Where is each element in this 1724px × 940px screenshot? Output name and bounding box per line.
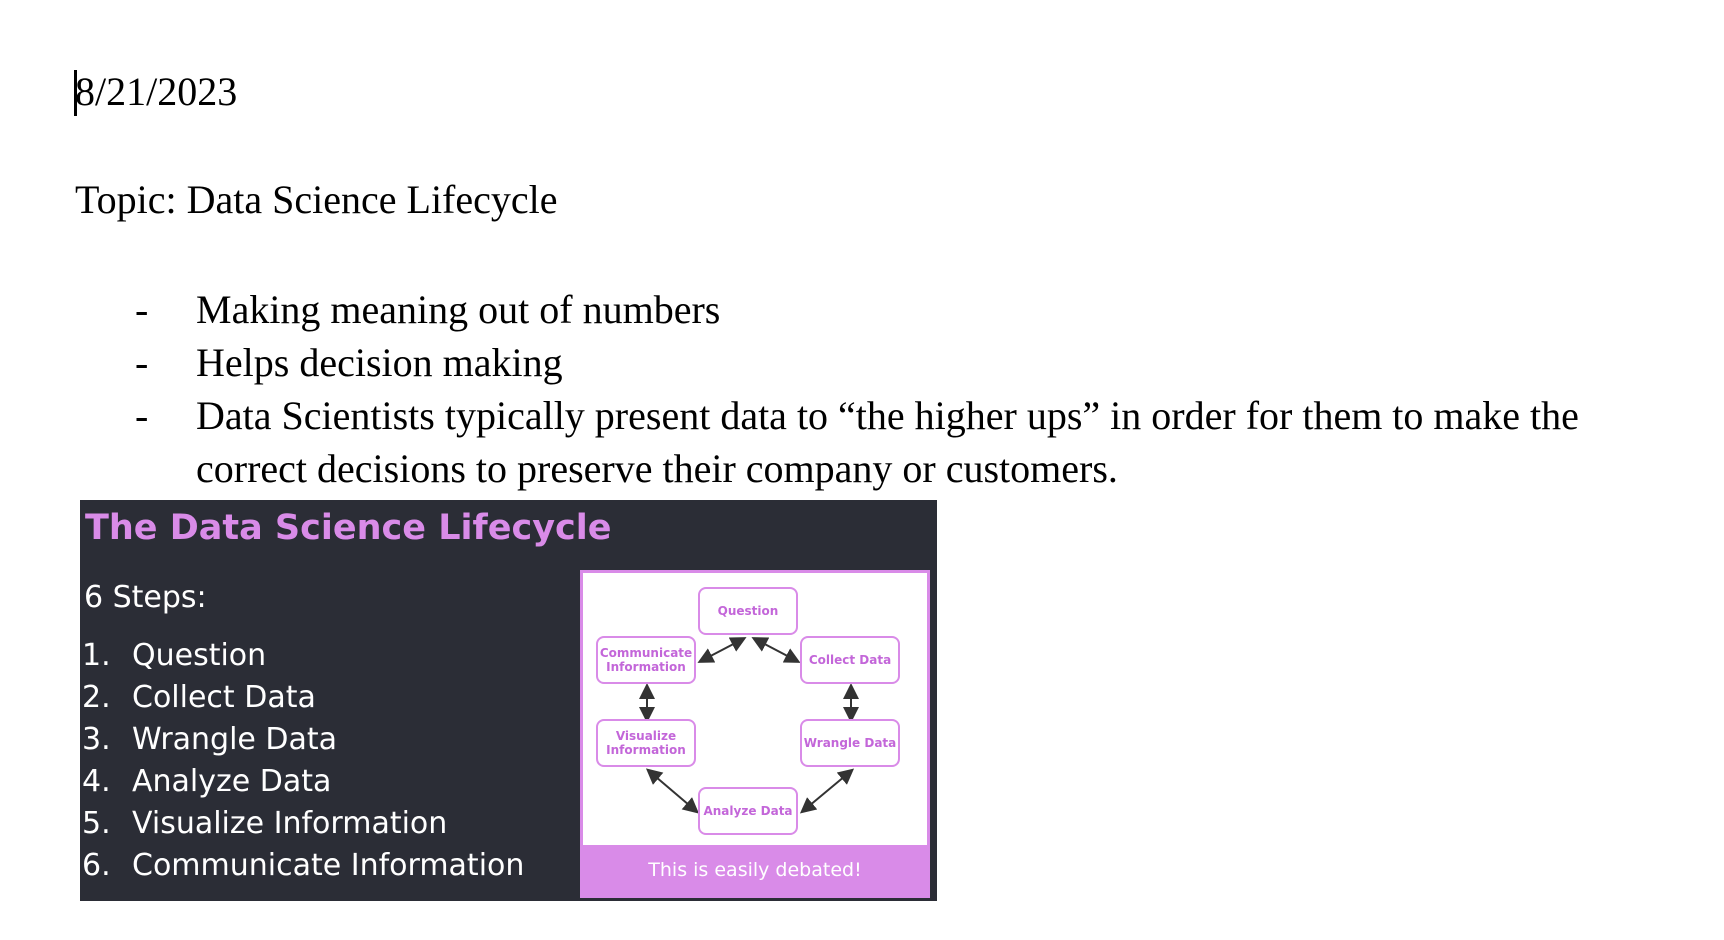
- step-item: 1. Question: [82, 635, 524, 677]
- document-topic[interactable]: Topic: Data Science Lifecycle: [75, 177, 558, 222]
- slide-title: The Data Science Lifecycle: [85, 508, 612, 548]
- node-wrangle-data: Wrangle Data: [800, 719, 900, 767]
- list-item[interactable]: - Data Scientists typically present data…: [0, 389, 1596, 495]
- step-label: Visualize Information: [132, 806, 448, 841]
- arrow-question-communicate: [697, 637, 747, 663]
- node-question: Question: [698, 587, 798, 635]
- step-label: Question: [132, 638, 267, 673]
- bullet-text: Making meaning out of numbers: [196, 287, 721, 332]
- step-label: Analyze Data: [132, 764, 332, 799]
- step-number: 4.: [82, 764, 111, 799]
- step-item: 4. Analyze Data: [82, 761, 524, 803]
- step-label: Collect Data: [132, 680, 316, 715]
- step-item: 6. Communicate Information: [82, 845, 524, 887]
- node-communicate-information: Communicate Information: [596, 636, 696, 684]
- bullet-text: Data Scientists typically present data t…: [196, 393, 1579, 491]
- step-number: 6.: [82, 848, 111, 883]
- embedded-slide-image[interactable]: The Data Science Lifecycle 6 Steps: 1. Qu…: [80, 500, 937, 901]
- node-collect-data: Collect Data: [800, 636, 900, 684]
- diagram-footer-banner: This is easily debated!: [583, 845, 927, 895]
- step-number: 1.: [82, 638, 111, 673]
- list-item[interactable]: - Helps decision making: [0, 336, 1596, 389]
- document-date[interactable]: 8/21/2023: [75, 69, 238, 114]
- step-item: 3. Wrangle Data: [82, 719, 524, 761]
- step-number: 3.: [82, 722, 111, 757]
- arrow-question-collect: [751, 637, 801, 663]
- bullet-marker: -: [135, 287, 149, 332]
- bullet-marker: -: [135, 340, 149, 385]
- node-visualize-information: Visualize Information: [596, 719, 696, 767]
- step-label: Communicate Information: [132, 848, 525, 883]
- step-number: 5.: [82, 806, 111, 841]
- step-number: 2.: [82, 680, 111, 715]
- list-item[interactable]: - Making meaning out of numbers: [0, 283, 1596, 336]
- bullet-text: Helps decision making: [196, 340, 563, 385]
- step-item: 5. Visualize Information: [82, 803, 524, 845]
- bullet-marker: -: [135, 393, 149, 438]
- arrow-visualize-analyze: [645, 768, 700, 814]
- step-item: 2. Collect Data: [82, 677, 524, 719]
- slide-subtitle: 6 Steps:: [84, 580, 207, 615]
- lifecycle-diagram: Question Communicate Information Collect…: [580, 570, 930, 898]
- bullet-list: - Making meaning out of numbers - Helps …: [0, 283, 1724, 495]
- steps-list: 1. Question 2. Collect Data 3. Wrangle Data…: [82, 635, 524, 887]
- arrow-wrangle-analyze: [799, 768, 855, 814]
- node-analyze-data: Analyze Data: [698, 787, 798, 835]
- text-cursor: [74, 70, 77, 116]
- step-label: Wrangle Data: [132, 722, 338, 757]
- diagram-arrows: [639, 637, 859, 814]
